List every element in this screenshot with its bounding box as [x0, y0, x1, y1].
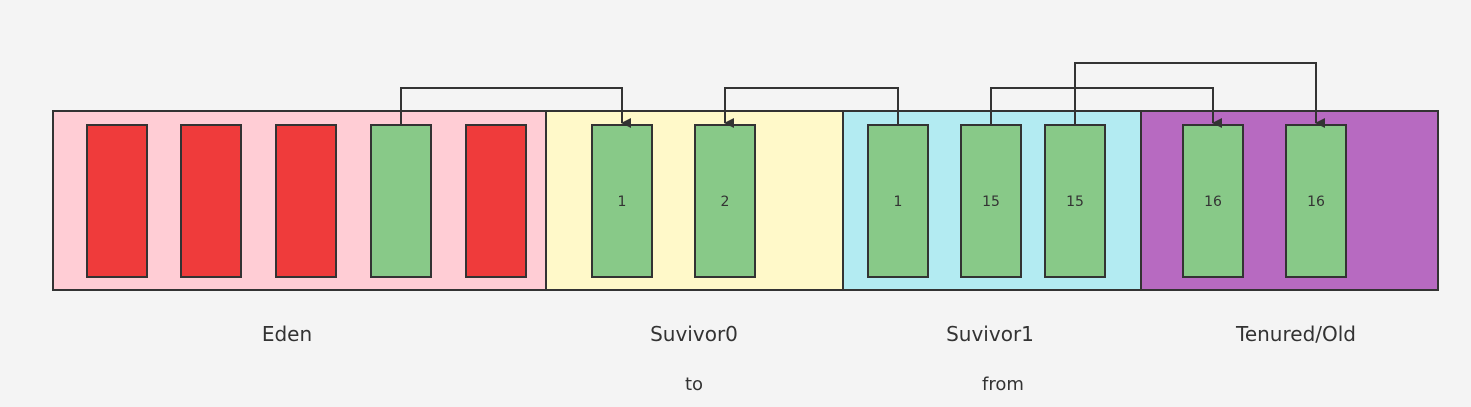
tenured-label: Tenured/Old	[1236, 322, 1356, 346]
survivor1-role-label: from	[982, 374, 1024, 395]
eden-object-5	[465, 124, 527, 278]
arrow-survivor1-to-tenured-a	[990, 87, 1222, 128]
survivor1-object-2	[960, 124, 1022, 278]
survivor0-label: Suvivor0	[650, 322, 738, 346]
survivor1-label: Suvivor1	[946, 322, 1034, 346]
survivor0-object-2	[694, 124, 756, 278]
arrow-survivor1-to-tenured-b	[1074, 62, 1325, 128]
survivor0-object-2-age: 2	[721, 194, 730, 210]
tenured-object-2	[1285, 124, 1347, 278]
eden-object-2	[180, 124, 242, 278]
survivor1-object-3	[1044, 124, 1106, 278]
tenured-object-1	[1182, 124, 1244, 278]
survivor1-object-3-age: 15	[1066, 194, 1084, 210]
survivor1-object-2-age: 15	[982, 194, 1000, 210]
eden-label: Eden	[261, 322, 313, 346]
survivor0-object-1	[591, 124, 653, 278]
survivor0-object-1-age: 1	[618, 194, 627, 210]
tenured-object-2-age: 16	[1307, 194, 1325, 210]
eden-object-1	[86, 124, 148, 278]
tenured-object-1-age: 16	[1204, 194, 1222, 210]
eden-object-4	[370, 124, 432, 278]
arrow-survivor1-to-survivor0	[724, 87, 899, 128]
survivor0-role-label: to	[684, 374, 704, 395]
eden-object-3	[275, 124, 337, 278]
survivor1-object-1-age: 1	[894, 194, 903, 210]
arrow-eden-to-survivor0	[400, 87, 631, 128]
